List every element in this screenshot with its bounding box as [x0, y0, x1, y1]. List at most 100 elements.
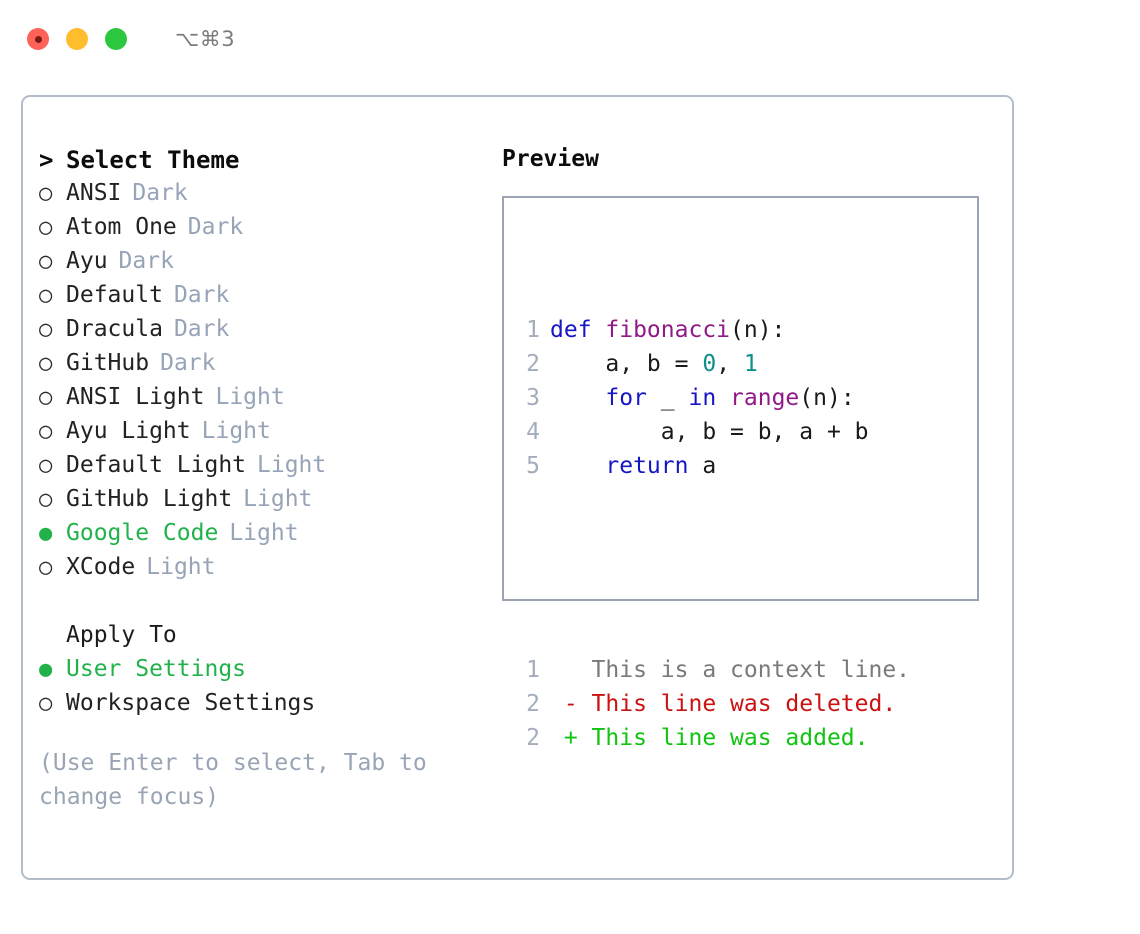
- apply-to-option[interactable]: ○ Workspace Settings: [39, 690, 489, 724]
- line-number: 3: [526, 385, 540, 411]
- code-token-plain: [550, 385, 605, 411]
- code-line-text: return a: [550, 449, 716, 483]
- radio-unselected-icon: ○: [39, 385, 53, 410]
- code-token-plain: (n):: [730, 317, 786, 343]
- minimize-button-icon[interactable]: [66, 28, 88, 50]
- title-bar: ⌥⌘3: [0, 0, 1140, 78]
- traffic-light-buttons: [27, 28, 127, 50]
- theme-name-label: Dracula: [66, 316, 163, 342]
- code-token-plain: [716, 385, 730, 411]
- theme-name-label: Default: [66, 282, 163, 308]
- theme-variant-tag: Light: [229, 520, 299, 546]
- radio-unselected-icon: ○: [39, 419, 53, 444]
- preview-title: Preview: [502, 146, 599, 172]
- radio-unselected-icon: ○: [39, 283, 53, 308]
- theme-list-item[interactable]: ○ ANSI Dark: [39, 180, 489, 214]
- code-token-num: 1: [743, 351, 758, 377]
- code-line-text: for _ in range(n):: [550, 381, 855, 415]
- code-token-kw: return: [605, 453, 689, 479]
- code-line-text: a, b = b, a + b: [550, 415, 869, 449]
- line-number: 1: [526, 657, 540, 683]
- theme-variant-tag: Dark: [187, 214, 244, 240]
- line-number: 1: [526, 317, 540, 343]
- radio-unselected-icon: ○: [39, 249, 53, 274]
- code-blank-line: [516, 551, 910, 585]
- code-token-plain: _: [646, 385, 689, 411]
- theme-name-label: Ayu Light: [66, 418, 191, 444]
- theme-name-label: Ayu: [66, 248, 108, 274]
- line-number: 2: [526, 691, 540, 717]
- apply-to-heading-label: Apply To: [66, 622, 177, 648]
- apply-to-list: ● User Settings ○ Workspace Settings: [39, 656, 489, 724]
- code-token-plain: (n):: [799, 385, 855, 411]
- radio-selected-icon: ●: [39, 657, 53, 682]
- help-hint-text: (Use Enter to select, Tab to change focu…: [39, 750, 427, 810]
- apply-to-option-label: Workspace Settings: [66, 690, 316, 716]
- radio-unselected-icon: ○: [39, 487, 53, 512]
- theme-variant-tag: Dark: [132, 180, 188, 206]
- code-line-text: def fibonacci(n):: [550, 313, 785, 347]
- apply-to-option[interactable]: ● User Settings: [39, 656, 489, 690]
- code-line-text: a, b = 0, 1: [550, 347, 758, 381]
- apply-to-option-label: User Settings: [66, 656, 247, 682]
- code-line: 3 for _ in range(n):: [516, 381, 910, 415]
- theme-variant-tag: Dark: [173, 282, 230, 308]
- theme-variant-tag: Dark: [173, 316, 230, 342]
- line-number: 2: [526, 725, 540, 751]
- theme-list-item[interactable]: ○ Ayu Light Light: [39, 418, 489, 452]
- code-token-fn: fibonacci: [605, 317, 731, 343]
- code-token-plain: a, b =: [550, 351, 703, 377]
- list-spacer: [39, 588, 489, 622]
- theme-list-item[interactable]: ○ GitHub Dark: [39, 350, 489, 384]
- code-token-plain: a, b = b, a + b: [550, 419, 869, 445]
- radio-unselected-icon: ○: [39, 453, 53, 478]
- code-token-kw: in: [688, 385, 717, 411]
- prompt-caret-icon: >: [39, 146, 54, 174]
- diff-line: 1 This is a context line.: [516, 653, 910, 687]
- theme-list-heading: > Select Theme: [39, 146, 489, 180]
- line-number: 2: [526, 351, 540, 377]
- keyboard-shortcut-label: ⌥⌘3: [175, 27, 236, 51]
- radio-unselected-icon: ○: [39, 215, 53, 240]
- theme-list-item[interactable]: ○ Dracula Dark: [39, 316, 489, 350]
- maximize-button-icon[interactable]: [105, 28, 127, 50]
- theme-list-item[interactable]: ○ Default Dark: [39, 282, 489, 316]
- theme-name-label: GitHub Light: [66, 486, 233, 512]
- radio-unselected-icon: ○: [39, 181, 53, 206]
- radio-unselected-icon: ○: [39, 691, 53, 716]
- radio-unselected-icon: ○: [39, 555, 53, 580]
- code-line: 5 return a: [516, 449, 910, 483]
- close-button-icon[interactable]: [27, 28, 49, 50]
- code-token-plain: ,: [716, 351, 744, 377]
- code-token-kw: def: [550, 317, 606, 343]
- theme-name-label: ANSI: [66, 180, 122, 206]
- code-token-kw: for: [605, 385, 647, 411]
- theme-variant-tag: Dark: [160, 350, 216, 376]
- theme-variant-tag: Light: [201, 418, 271, 444]
- theme-list-item[interactable]: ○ Atom One Dark: [39, 214, 489, 248]
- radio-unselected-icon: ○: [39, 317, 53, 342]
- radio-selected-icon: ●: [39, 521, 53, 546]
- diff-line: 2 + This line was added.: [516, 721, 910, 755]
- theme-list-item[interactable]: ○ GitHub Light Light: [39, 486, 489, 520]
- theme-name-label: Atom One: [66, 214, 177, 240]
- theme-list-heading-label: Select Theme: [66, 146, 240, 174]
- theme-variant-tag: Light: [243, 486, 313, 512]
- diff-line: 2 - This line was deleted.: [516, 687, 910, 721]
- apply-to-heading-marker: [39, 623, 66, 648]
- diff-line-text: + This line was added.: [550, 725, 869, 751]
- theme-name-label: GitHub: [66, 350, 150, 376]
- radio-unselected-icon: ○: [39, 351, 53, 376]
